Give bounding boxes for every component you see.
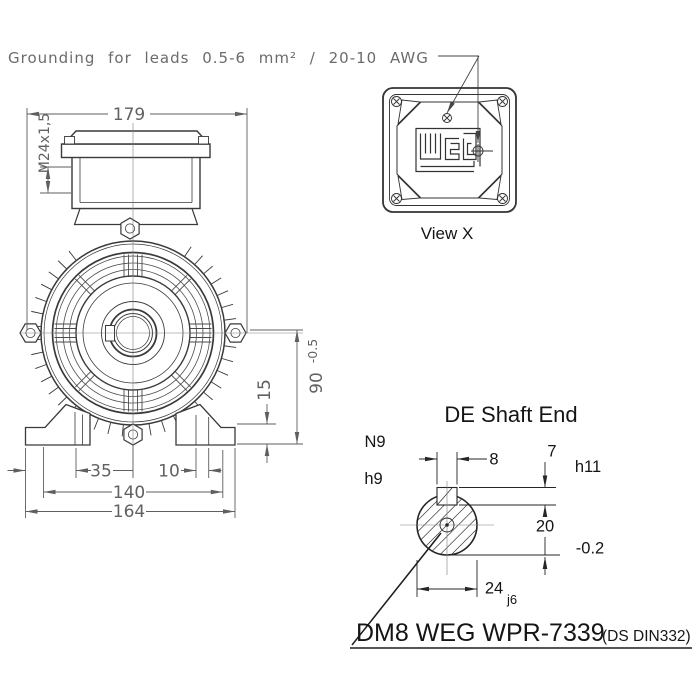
- dim-10-label: 10: [158, 462, 180, 482]
- terminal-box-lid: [62, 130, 211, 145]
- dim-shaft-height-label: 90: [307, 372, 327, 394]
- key-height-iso-tolerance: h11: [575, 458, 601, 476]
- weg-logo: [415, 127, 481, 173]
- shaft-diameter-iso-tolerance: j6: [506, 592, 517, 607]
- key-width-tolerance-label: N9: [364, 433, 385, 451]
- corner-screws: [391, 96, 508, 204]
- view-x-caption: View X: [421, 224, 474, 243]
- terminal-box: [60, 130, 211, 226]
- dim-cable-gland-label: M24x1,5: [37, 113, 53, 173]
- grounding-point-symbol: [471, 144, 493, 162]
- key-height-tolerance-label: h9: [364, 470, 382, 488]
- dim-key-height-label: 7: [547, 443, 556, 461]
- grounding-note: Grounding for leads 0.5-6 mm² / 20-10 AW…: [8, 49, 429, 67]
- shaft-end-title: DE Shaft End: [444, 402, 577, 427]
- title-leader-line: [350, 532, 692, 649]
- dim-key-width-label: 8: [489, 451, 498, 469]
- dim-164-label: 164: [113, 502, 145, 522]
- cover-outer-edge: [382, 87, 517, 213]
- cover-center-screw: [442, 113, 452, 123]
- shaft-end-dimensions: [416, 452, 560, 597]
- cooling-fins: [29, 246, 237, 437]
- mounting-feet: [24, 403, 236, 446]
- dim-20-label: 20: [536, 518, 554, 536]
- dim-35-label: 35: [90, 462, 112, 482]
- left-foot: [24, 403, 91, 446]
- terminal-box-flange: [60, 143, 211, 159]
- footer-standard: (DS DIN332): [602, 628, 691, 645]
- dimension-arrowheads: [13, 101, 548, 592]
- dim-shaft-diameter-label: 24: [485, 580, 503, 598]
- dim-140-label: 140: [113, 483, 145, 503]
- right-foot: [175, 403, 236, 446]
- dim-20-tolerance: -0.2: [576, 540, 604, 558]
- dim-foot-thickness-label: 15: [255, 379, 275, 401]
- center-lines: [20, 123, 303, 477]
- terminal-box-body: [71, 156, 201, 210]
- footer-title: DM8 WEG WPR-7339: [356, 619, 605, 647]
- dim-shaft-height-tolerance: -0.5: [305, 339, 320, 363]
- de-shaft-end-detail: [350, 452, 692, 649]
- dim-overall-width-label: 179: [113, 105, 145, 125]
- view-x-box: [382, 87, 517, 213]
- center-hole: [439, 517, 455, 533]
